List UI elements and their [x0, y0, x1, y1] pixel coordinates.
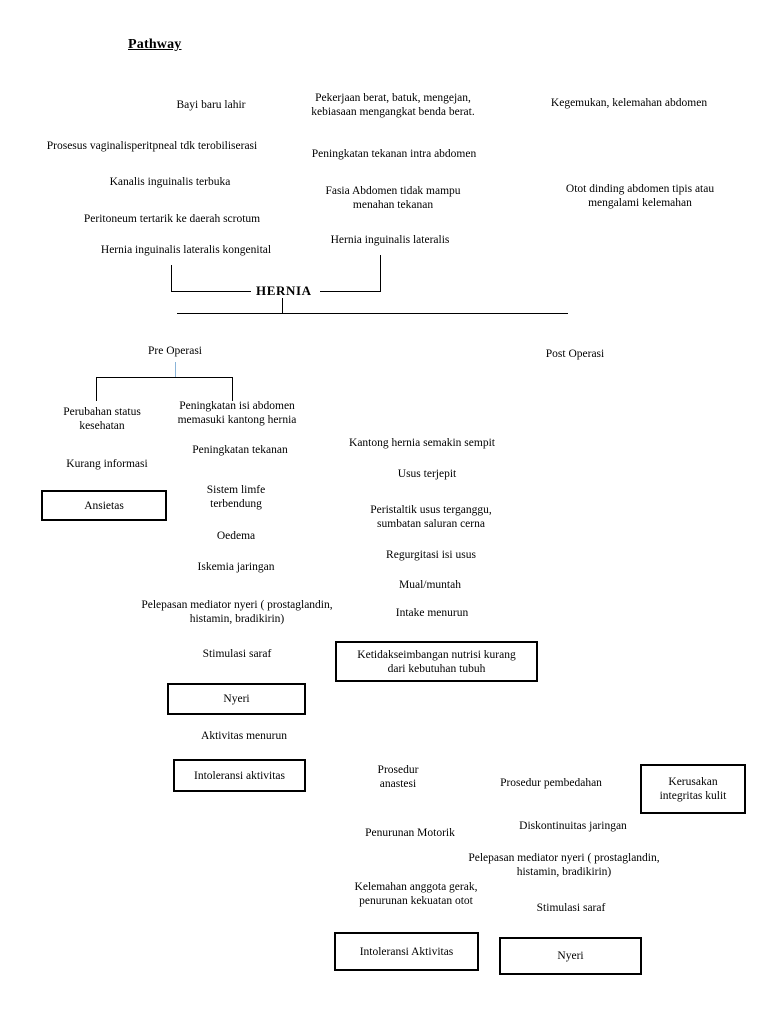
- connector-pre-operasi-left-drop: [96, 377, 97, 401]
- node-peristaltik-usus-terganggu: Peristaltik usus terganggu, sumbatan sal…: [370, 504, 492, 530]
- node-perubahan-status-kesehatan: Perubahan status kesehatan: [63, 406, 141, 432]
- node-oedema: Oedema: [216, 530, 256, 542]
- node-stimulasi-saraf-pre: Stimulasi saraf: [202, 648, 272, 660]
- node-bayi-baru-lahir: Bayi baru lahir: [176, 99, 246, 111]
- node-hernia-inguinalis-lateralis: Hernia inguinalis lateralis: [330, 234, 450, 246]
- node-regurgitasi-isi-usus: Regurgitasi isi usus: [386, 549, 476, 561]
- node-post-operasi: Post Operasi: [545, 348, 605, 360]
- box-intoleransi-aktivitas-pre[interactable]: Intoleransi aktivitas: [173, 759, 306, 792]
- box-nyeri-pre-operasi[interactable]: Nyeri: [167, 683, 306, 715]
- box-ketidakseimbangan-nutrisi[interactable]: Ketidakseimbangan nutrisi kurang dari ke…: [335, 641, 538, 682]
- connector-pre-operasi-right-drop: [232, 377, 233, 401]
- connector-right-vertical-to-hernia: [380, 255, 381, 292]
- node-prosesus-vaginalis: Prosesus vaginalisperitpneal tdk terobil…: [46, 140, 258, 152]
- node-sistem-limfe-terbendung: Sistem limfe terbendung: [206, 484, 266, 510]
- connector-hernia-down-stem: [282, 298, 283, 314]
- node-prosedur-pembedahan: Prosedur pembedahan: [500, 777, 602, 789]
- node-fasia-abdomen: Fasia Abdomen tidak mampu menahan tekana…: [325, 185, 461, 211]
- node-prosedur-anastesi: Prosedur anastesi: [377, 764, 419, 790]
- node-kanalis-inguinalis: Kanalis inguinalis terbuka: [109, 176, 231, 188]
- node-stimulasi-saraf-post: Stimulasi saraf: [536, 902, 606, 914]
- connector-left-horizontal-to-hernia: [171, 291, 251, 292]
- node-kelemahan-anggota-gerak: Kelemahan anggota gerak, penurunan kekua…: [354, 881, 478, 907]
- connector-pre-operasi-stem: [175, 362, 176, 377]
- node-peritoneum-tertarik: Peritoneum tertarik ke daerah scrotum: [83, 213, 261, 225]
- node-kegemukan: Kegemukan, kelemahan abdomen: [550, 97, 708, 109]
- connector-left-vertical-to-hernia: [171, 265, 172, 292]
- box-ansietas[interactable]: Ansietas: [41, 490, 167, 521]
- node-diskontinuitas-jaringan: Diskontinuitas jaringan: [519, 820, 627, 832]
- node-intake-menurun: Intake menurun: [395, 607, 469, 619]
- node-hernia-kongenital: Hernia inguinalis lateralis kongenital: [100, 244, 272, 256]
- box-intoleransi-aktivitas-post[interactable]: Intoleransi Aktivitas: [334, 932, 479, 971]
- connector-right-horizontal-to-hernia: [320, 291, 381, 292]
- node-pekerjaan-berat: Pekerjaan berat, batuk, mengejan, kebias…: [311, 92, 475, 118]
- box-nyeri-post-operasi[interactable]: Nyeri: [499, 937, 642, 975]
- node-mual-muntah: Mual/muntah: [399, 579, 461, 591]
- node-peningkatan-isi-abdomen: Peningkatan isi abdomen memasuki kantong…: [177, 400, 297, 426]
- node-peningkatan-tekanan: Peningkatan tekanan: [192, 444, 288, 456]
- connector-pre-operasi-branch-bar: [96, 377, 233, 378]
- node-hernia: HERNIA: [256, 283, 312, 298]
- node-penurunan-motorik: Penurunan Motorik: [365, 827, 455, 839]
- node-kantong-hernia-sempit: Kantong hernia semakin sempit: [349, 437, 495, 449]
- node-pre-operasi: Pre Operasi: [148, 345, 202, 357]
- box-kerusakan-integritas-kulit[interactable]: Kerusakan integritas kulit: [640, 764, 746, 814]
- page-title: Pathway: [128, 37, 182, 52]
- node-kurang-informasi: Kurang informasi: [66, 458, 148, 470]
- node-aktivitas-menurun: Aktivitas menurun: [201, 730, 287, 742]
- node-pelepasan-mediator-nyeri-post: Pelepasan mediator nyeri ( prostaglandin…: [468, 852, 660, 878]
- node-iskemia-jaringan: Iskemia jaringan: [197, 561, 275, 573]
- node-peningkatan-tekanan-intra-abdomen: Peningkatan tekanan intra abdomen: [311, 148, 477, 160]
- connector-hernia-distribution-bar: [177, 313, 568, 314]
- node-otot-dinding-abdomen: Otot dinding abdomen tipis atau mengalam…: [565, 183, 715, 209]
- node-pelepasan-mediator-nyeri-pre: Pelepasan mediator nyeri ( prostaglandin…: [141, 599, 333, 625]
- node-usus-terjepit: Usus terjepit: [397, 468, 457, 480]
